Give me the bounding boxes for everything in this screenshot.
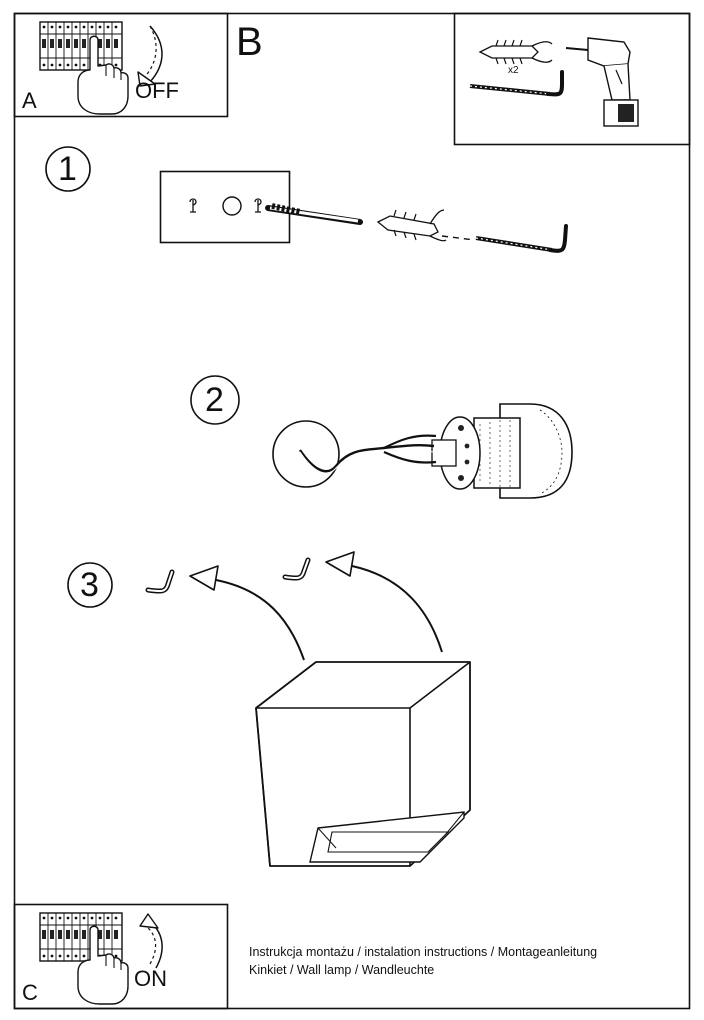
panel-a (13, 12, 229, 118)
step-2-circle (190, 375, 240, 425)
panel-a-action: OFF (135, 78, 179, 103)
panel-b-tools (453, 12, 691, 146)
panel-a-letter: A (22, 88, 37, 113)
curved-arrow-icon (189, 565, 305, 661)
lamp-socket (431, 403, 573, 499)
panel-c-letter: C (22, 980, 38, 1005)
panel-c-action: ON (134, 966, 167, 991)
drill-bit-icon (265, 203, 363, 225)
step-3-number: 3 (80, 566, 99, 604)
step-2-number: 2 (205, 381, 224, 419)
breaker-panel-icon (39, 21, 123, 71)
step-1-number: 1 (58, 150, 77, 188)
hook-icon (282, 557, 311, 581)
curved-arrow-icon (325, 551, 443, 653)
arrow-up-icon (139, 913, 163, 969)
panel-c (13, 903, 229, 1010)
hook-icon (145, 569, 175, 594)
caption-line-1: Instrukcja montażu / instalation instruc… (249, 945, 598, 959)
step-3-circle (67, 562, 113, 608)
wall-outlet-circle (272, 420, 340, 488)
step-1-illustration (45, 146, 568, 253)
step-1-circle (45, 146, 91, 192)
arrow-down-icon (137, 25, 163, 87)
panel-b-count: x2 (508, 65, 519, 76)
wall-plug-icon (478, 39, 553, 65)
page-frame (13, 12, 691, 1010)
lamp-cube (255, 661, 471, 867)
cable-wires (299, 434, 437, 474)
step-3-illustration (67, 551, 471, 867)
panel-b-letter: B (236, 20, 263, 64)
drill-icon (565, 37, 639, 127)
hook-screw-icon (475, 224, 568, 253)
hook-screw-icon (469, 70, 564, 97)
caption-line-2: Kinkiet / Wall lamp / Wandleuchte (249, 963, 435, 977)
wall-plug-icon (376, 209, 447, 242)
step-2-illustration (190, 375, 573, 499)
